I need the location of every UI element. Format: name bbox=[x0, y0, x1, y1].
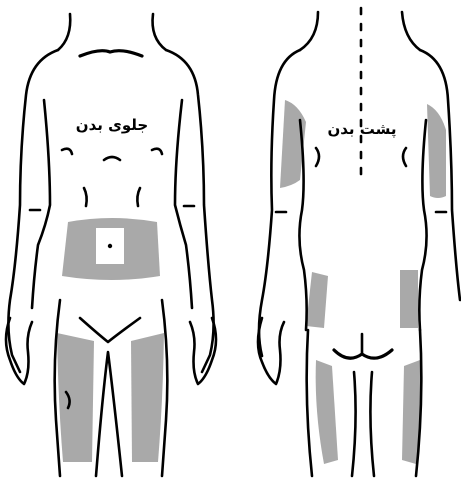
front-right-leg-outline bbox=[162, 300, 167, 476]
front-body-label: جلوی بدن bbox=[76, 116, 148, 134]
back-torso-right-side bbox=[419, 120, 426, 330]
back-shoulder-blade-left bbox=[316, 148, 319, 166]
back-body-figure: پشت بدن bbox=[258, 8, 460, 476]
front-neck bbox=[58, 14, 70, 50]
navel-dot bbox=[108, 244, 112, 248]
back-right-upper-arm-zone bbox=[427, 104, 446, 198]
front-left-nipple bbox=[62, 149, 72, 154]
back-neck bbox=[300, 12, 318, 50]
front-rib-mark-left bbox=[84, 188, 87, 206]
back-body-label: پشت بدن bbox=[327, 120, 396, 139]
back-left-thigh-zone bbox=[316, 360, 338, 464]
front-collarbone bbox=[80, 51, 142, 56]
front-crotch bbox=[80, 318, 140, 342]
back-left-leg-outline bbox=[307, 330, 312, 476]
front-left-thigh-zone bbox=[57, 333, 94, 462]
front-rib-mark-right bbox=[137, 188, 140, 206]
front-sternum-mark bbox=[104, 157, 120, 160]
back-left-arm-outline bbox=[259, 50, 300, 356]
front-body-figure: جلوی بدن bbox=[6, 14, 216, 476]
back-right-hip-zone bbox=[400, 270, 418, 328]
back-left-hip-zone bbox=[306, 272, 328, 328]
front-torso-right-side bbox=[175, 100, 192, 308]
front-right-nipple bbox=[152, 149, 162, 154]
front-right-thigh-zone bbox=[131, 333, 164, 462]
back-shoulder-blade-right bbox=[403, 148, 406, 166]
front-torso-left-side bbox=[32, 100, 50, 308]
